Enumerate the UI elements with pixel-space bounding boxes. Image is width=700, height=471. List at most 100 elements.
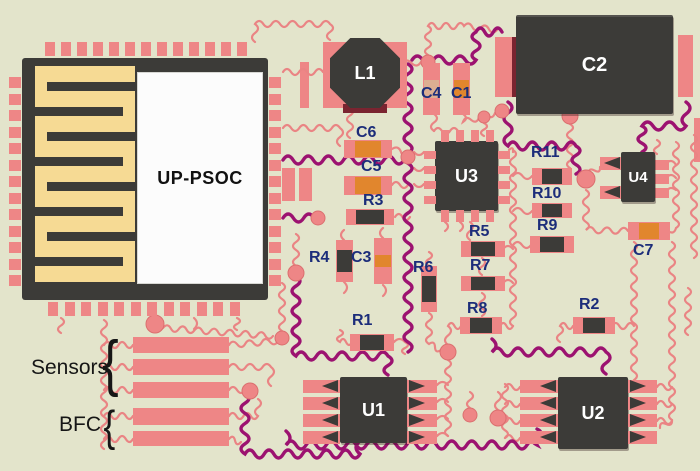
- component-r5[interactable]: [461, 241, 505, 257]
- pin-lead: [322, 414, 338, 426]
- bfc-bar[interactable]: [133, 408, 229, 425]
- pad: [655, 188, 669, 198]
- pin-pad: [407, 380, 437, 393]
- resistor-body: [540, 237, 564, 252]
- pin-pad: [9, 143, 21, 154]
- pin-pad: [628, 414, 657, 427]
- pin-pad: [180, 302, 190, 316]
- pad: [600, 186, 622, 199]
- meander-bar: [35, 216, 135, 232]
- pin-lead: [540, 380, 556, 392]
- component-r1[interactable]: [350, 334, 394, 351]
- pin-pad: [269, 209, 281, 220]
- pin-pad: [205, 42, 215, 56]
- component-c7[interactable]: [628, 222, 670, 240]
- pin-pad: [97, 302, 108, 316]
- sensor-bar[interactable]: [133, 382, 229, 398]
- resistor-body: [542, 204, 562, 217]
- pin-pad: [269, 110, 281, 121]
- pin-pad: [407, 431, 437, 444]
- pin-pad: [163, 302, 174, 316]
- pin-pad: [147, 302, 157, 316]
- capacitor-body: [424, 80, 439, 98]
- pin-pad: [628, 380, 657, 393]
- pin-pad: [9, 77, 21, 88]
- ref-label-c1: C1: [451, 85, 472, 102]
- component-r7[interactable]: [461, 276, 505, 291]
- meander-link: [123, 107, 135, 116]
- chip-label-area: UP-PSOC: [137, 72, 263, 284]
- component-u2[interactable]: U2: [515, 373, 660, 453]
- serpentine-antenna: [27, 66, 135, 292]
- pin-pad: [441, 210, 449, 222]
- pin-lead: [322, 380, 338, 392]
- pin-pad: [520, 380, 558, 393]
- pad: [655, 174, 669, 184]
- sensor-bar[interactable]: [133, 359, 229, 375]
- meander-bar: [35, 66, 135, 82]
- component-c6[interactable]: [344, 140, 392, 158]
- pin-lead: [540, 397, 556, 409]
- pin-lead: [409, 380, 425, 392]
- bfc-bar[interactable]: [133, 431, 229, 446]
- component-r3[interactable]: [346, 209, 394, 225]
- pin-pad: [456, 130, 464, 142]
- ref-label-r11: R11: [531, 144, 560, 161]
- ref-label-c3: C3: [351, 249, 372, 266]
- annotation-sensors: Sensors: [31, 356, 109, 379]
- traces: [56, 19, 699, 460]
- component-c3[interactable]: [374, 238, 392, 284]
- meander-bar: [35, 266, 135, 282]
- pin-pad: [9, 258, 21, 270]
- pin-pad: [520, 414, 558, 427]
- sensor-bar[interactable]: [133, 337, 229, 353]
- ref-label-r2: R2: [579, 296, 600, 313]
- pin-pad: [628, 431, 657, 444]
- ic-body: U3: [435, 141, 498, 211]
- capacitor-body: C2: [516, 15, 673, 114]
- pin-pad: [303, 431, 340, 444]
- pin-pad: [303, 380, 340, 393]
- pin-pad: [125, 42, 135, 56]
- pin-pad: [64, 302, 75, 316]
- meander-link: [35, 182, 47, 191]
- pin-pad: [9, 225, 21, 237]
- meander-bar: [35, 166, 135, 182]
- component-u4[interactable]: U4: [600, 150, 678, 205]
- ic-body: U1: [340, 377, 407, 443]
- component-u3[interactable]: U3: [424, 130, 510, 222]
- resistor-body: [471, 277, 495, 290]
- component-c2[interactable]: C2: [495, 15, 693, 114]
- component-c4[interactable]: [423, 63, 440, 115]
- pin-pad: [407, 397, 437, 410]
- pin-pad: [498, 196, 510, 204]
- component-r2[interactable]: [573, 317, 615, 334]
- ref-label-c2: C2: [581, 54, 608, 76]
- component-u1[interactable]: U1: [303, 373, 437, 447]
- component-r6[interactable]: [421, 266, 437, 312]
- pin-pad: [269, 225, 281, 237]
- pin-pad: [196, 302, 207, 316]
- pin-pad: [269, 192, 281, 204]
- pin-pad: [486, 210, 494, 222]
- meander-link: [35, 232, 47, 241]
- component-c5[interactable]: [344, 176, 392, 195]
- component-l1[interactable]: L1: [323, 38, 407, 118]
- resistor-body: [422, 276, 436, 302]
- component-r11[interactable]: [532, 168, 572, 185]
- component-r4[interactable]: [336, 240, 353, 282]
- component-r8[interactable]: [460, 317, 502, 334]
- pin-pad: [61, 42, 71, 56]
- chip-up-psoc[interactable]: UP-PSOC: [8, 42, 296, 318]
- capacitor-body: [375, 255, 391, 267]
- pin-pad: [9, 192, 21, 204]
- pin-pad: [269, 242, 281, 253]
- pin-pad: [269, 93, 281, 105]
- shadow: [343, 104, 387, 113]
- meander-link: [123, 157, 135, 166]
- pin-pad: [221, 42, 231, 56]
- component-r9[interactable]: [530, 236, 574, 253]
- component-r10[interactable]: [532, 203, 572, 218]
- component-c1[interactable]: [453, 63, 470, 115]
